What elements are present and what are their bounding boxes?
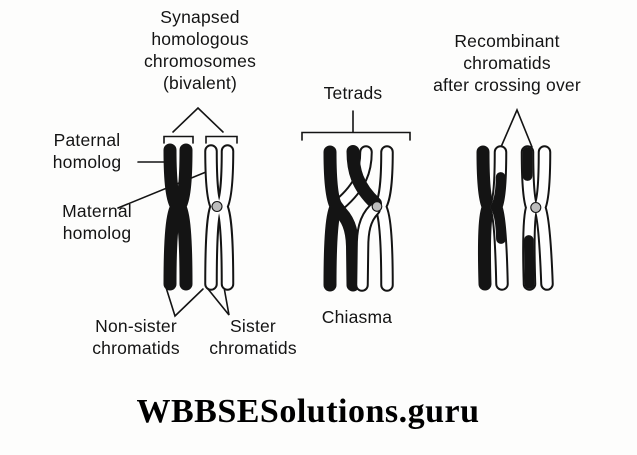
bivalent-group — [163, 143, 235, 291]
recombinant-white-centromere — [530, 201, 542, 214]
non-sister-chromatids-label: Non-sister chromatids — [92, 316, 180, 358]
tetrad-black-inner-lower — [331, 202, 360, 292]
maternal-centromere — [211, 200, 223, 213]
recombinant-white-inner-bottom-segment — [523, 235, 535, 289]
recombinant-pointer-lines — [500, 107, 533, 148]
maternal-chromatid-left — [206, 146, 223, 289]
tetrads-bracket — [301, 131, 411, 141]
bivalent-label: Synapsed homologous chromosomes (bivalen… — [143, 7, 257, 93]
chiasma-label: Chiasma — [321, 307, 393, 327]
tetrad-group — [323, 145, 394, 292]
tetrad-white-centromere — [371, 201, 383, 212]
recombinant-group — [476, 145, 554, 291]
paternal-homolog-label: Paternal homolog — [52, 130, 122, 172]
recombinant-black-chromatid-outer — [476, 145, 497, 291]
tetrad-white-inner-lower — [357, 204, 379, 290]
recombinant-black-inner-exchanged-segment — [489, 172, 506, 244]
tetrad-black-inner-upper — [346, 145, 382, 210]
watermark-text: WBBSESolutions.guru — [136, 393, 480, 430]
bivalent-bracket-left — [163, 135, 194, 144]
paternal-chromatid-right — [171, 143, 193, 291]
paternal-chromatid-left — [163, 143, 186, 291]
annotation-lines — [117, 106, 533, 318]
sister-pointer-lines — [207, 288, 230, 316]
tetrads-label: Tetrads — [323, 83, 383, 103]
maternal-homolog-label: Maternal homolog — [62, 201, 132, 243]
sister-chromatids-label: Sister chromatids — [209, 316, 297, 358]
recombinant-chromatids-label: Recombinant chromatids after crossing ov… — [433, 31, 581, 95]
non-sister-pointer-lines — [165, 288, 204, 318]
tetrad-black-outer — [323, 145, 345, 292]
bivalent-bracket-right — [205, 135, 238, 144]
bivalent-pointer-lines — [172, 106, 224, 133]
